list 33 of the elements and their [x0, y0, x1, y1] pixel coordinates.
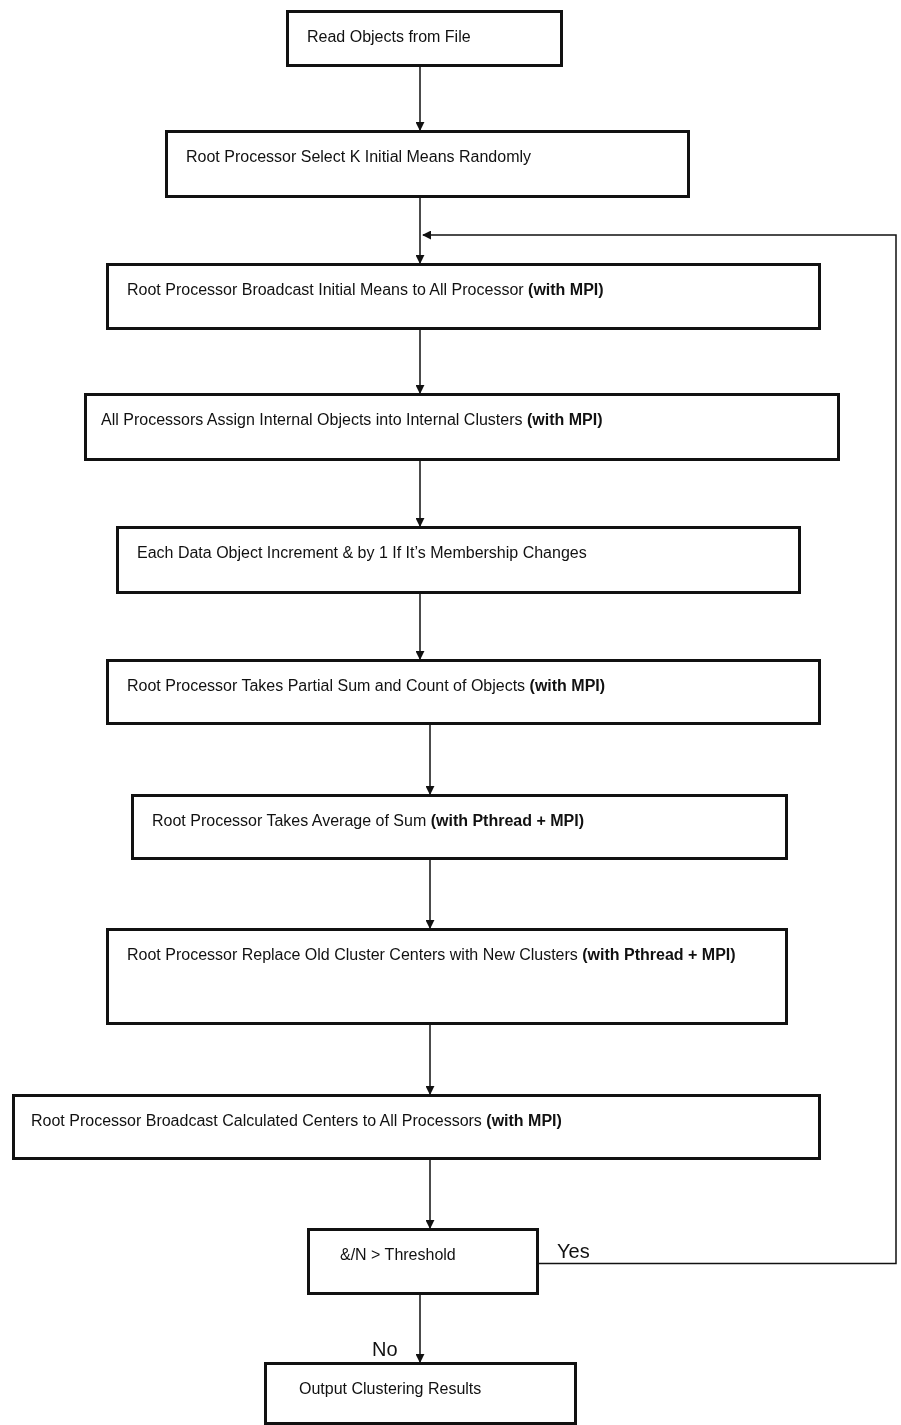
arrow — [422, 230, 897, 1265]
arrow — [415, 329, 425, 394]
arrow — [425, 1024, 435, 1095]
process-box — [286, 10, 563, 67]
process-box — [106, 928, 788, 1025]
arrow — [425, 1159, 435, 1229]
arrow — [415, 460, 425, 527]
box-text: Root Processor Select K Initial Means Randomly — [186, 147, 533, 167]
box-text: Root Processor Takes Average of Sum (with Pthread + MPI) — [152, 811, 585, 831]
box-text: &/N > Threshold — [340, 1245, 457, 1265]
process-box — [307, 1228, 539, 1295]
arrow — [425, 859, 435, 929]
box-text: All Processors Assign Internal Objects into Internal Clusters (with MPI) — [101, 410, 604, 430]
process-box — [165, 130, 690, 198]
box-text: Root Processor Replace Old Cluster Centers with New Clusters (with Pthread + MPI) — [127, 945, 737, 965]
arrow — [425, 724, 435, 795]
process-box — [12, 1094, 821, 1160]
process-box — [106, 263, 821, 330]
box-text: Output Clustering Results — [299, 1379, 483, 1399]
process-box — [131, 794, 788, 860]
box-text: Root Processor Broadcast Calculated Centers to All Processors (with MPI) — [31, 1111, 563, 1131]
arrow — [415, 66, 425, 131]
box-text: Root Processor Broadcast Initial Means to All Processor (with MPI) — [127, 280, 605, 300]
process-box — [116, 526, 801, 594]
arrow — [415, 197, 425, 264]
process-box — [106, 659, 821, 725]
arrow — [415, 593, 425, 660]
process-box — [84, 393, 840, 461]
arrow — [415, 1294, 425, 1363]
box-text: Root Processor Takes Partial Sum and Count of Objects (with MPI) — [127, 676, 607, 696]
process-box — [264, 1362, 577, 1425]
box-text: Read Objects from File — [307, 27, 472, 47]
box-text: Each Data Object Increment & by 1 If It’s Membership Changes — [137, 543, 588, 563]
